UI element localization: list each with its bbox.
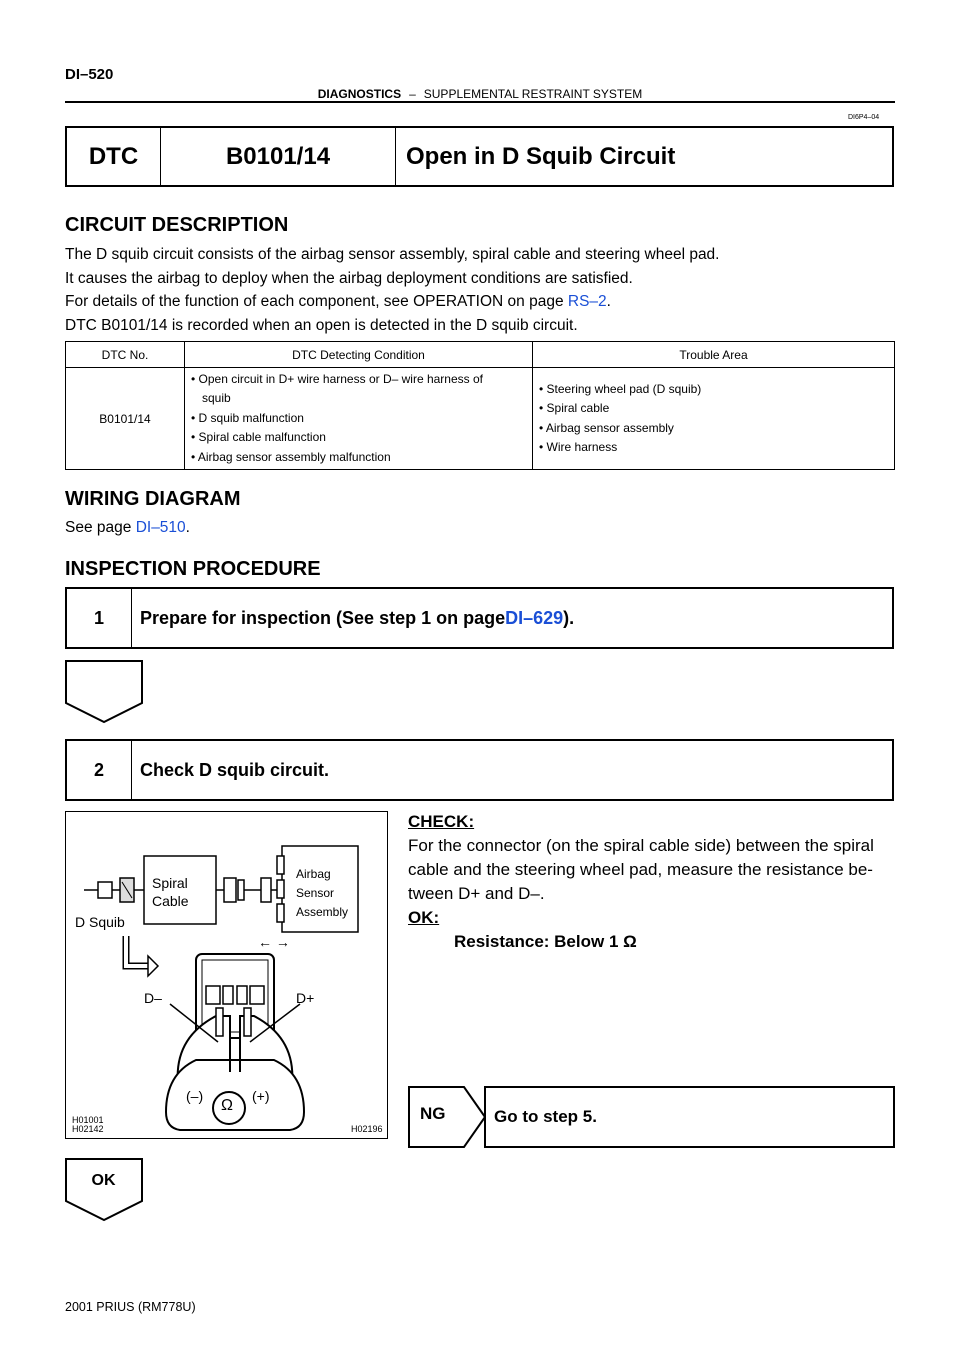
ng-action-box: Go to step 5. (484, 1086, 895, 1148)
table-header-row: DTC No. DTC Detecting Condition Trouble … (65, 341, 895, 368)
doc-code: DI6P4–04 (848, 114, 880, 121)
step-text: Check D squib circuit. (140, 759, 330, 780)
dtc-title: Open in D Squib Circuit (406, 142, 676, 170)
description-line: DTC B0101/14 is recorded when an open is… (65, 316, 578, 334)
airbag-sensor-line: Sensor (296, 886, 335, 900)
spiral-cable-line: Cable (152, 893, 189, 909)
dtc-label: DTC (67, 128, 161, 185)
dtc-code: B0101/14 (161, 128, 396, 185)
trouble-area-cell: • Steering wheel pad (D squib) • Spiral … (532, 367, 895, 470)
condition-item: squib (202, 391, 231, 406)
condition-item: • Spiral cable malfunction (191, 430, 326, 445)
wiring-text: See page (65, 519, 136, 536)
negative-label: (–) (186, 1088, 204, 1104)
circuit-description-text: The D squib circuit consists of the airb… (65, 243, 905, 337)
figure-code-left: H01001 H02142 (72, 1116, 104, 1134)
ng-label: NG (420, 1104, 446, 1123)
step-1-page-link[interactable]: DI–629 (505, 607, 564, 628)
ok-label: OK (91, 1172, 116, 1189)
connector-diagram (84, 845, 359, 1131)
figure-code: H02142 (72, 1124, 104, 1134)
spiral-cable-line: Spiral (152, 875, 188, 891)
check-block: CHECK: For the connector (on the spiral … (408, 810, 898, 954)
positive-label: (+) (252, 1088, 270, 1104)
description-line: For details of the function of each comp… (65, 290, 905, 314)
airbag-sensor-line: Assembly (296, 905, 349, 919)
table-header-cell: DTC No. (65, 341, 185, 368)
figure-code: H01001 (72, 1115, 104, 1125)
description-text: . (606, 293, 611, 310)
operation-page-link[interactable]: RS–2 (567, 293, 607, 310)
footer: 2001 PRIUS (RM778U) (65, 1300, 196, 1314)
section-title: DIAGNOSTICS (317, 87, 402, 101)
wiring-diagram-heading: WIRING DIAGRAM (65, 488, 241, 510)
section-separator: – (409, 87, 416, 101)
check-line: tween D+ and D–. (408, 884, 545, 903)
ng-arrow-icon (408, 1086, 486, 1148)
trouble-area-item: • Airbag sensor assembly (539, 420, 674, 435)
ok-criteria-label: OK: (408, 908, 440, 927)
trouble-area-item: • Steering wheel pad (D squib) (539, 381, 702, 396)
step-number: 2 (67, 741, 132, 799)
step-1-text: Prepare for inspection (See step 1 on pa… (140, 607, 506, 628)
airbag-sensor-line: Airbag (296, 867, 331, 881)
page-number: DI–520 (65, 66, 114, 83)
step-1-suffix: ). (563, 607, 575, 628)
subsection-title: SUPPLEMENTAL RESTRAINT SYSTEM (423, 87, 643, 101)
dtc-title-box: DTC B0101/14 Open in D Squib Circuit (65, 126, 894, 187)
table-row: B0101/14 • Open circuit in D+ wire harne… (65, 367, 895, 470)
condition-item: • D squib malfunction (191, 410, 304, 425)
step-number: 1 (67, 589, 132, 647)
wiring-suffix: . (185, 519, 190, 536)
dtc-number-cell: B0101/14 (65, 367, 185, 470)
d-plus-label: D+ (296, 990, 315, 1006)
figure-code-right: H02196 (351, 1124, 383, 1134)
table-header-cell: DTC Detecting Condition (184, 341, 533, 368)
dtc-condition-table: DTC No. DTC Detecting Condition Trouble … (65, 341, 895, 470)
spiral-cable-label: Spiral Cable (152, 874, 189, 910)
resistance-result: Resistance: Below 1 Ω (454, 932, 637, 951)
table-header-cell: Trouble Area (532, 341, 895, 368)
condition-cell: • Open circuit in D+ wire harness or D– … (184, 367, 533, 470)
flow-arrow-icon (65, 660, 143, 724)
description-text: For details of the function of each comp… (65, 293, 568, 310)
check-label: CHECK: (408, 812, 475, 831)
check-line: cable and the steering wheel pad, measur… (408, 860, 873, 879)
connector-figure: Spiral Cable Airbag Sensor Assembly D Sq… (65, 811, 388, 1139)
wiring-page-link[interactable]: DI–510 (135, 519, 186, 536)
description-line: The D squib circuit consists of the airb… (65, 246, 720, 263)
connector-arrows: ← → (258, 934, 290, 950)
airbag-sensor-label: Airbag Sensor Assembly (296, 865, 348, 922)
step-text: Prepare for inspection (See step 1 on pa… (132, 589, 574, 647)
ok-arrow-icon (65, 1158, 143, 1222)
wiring-diagram-text: See page DI–510. (65, 516, 190, 540)
section-header: DIAGNOSTICS–SUPPLEMENTAL RESTRAINT SYSTE… (0, 87, 960, 101)
condition-item: • Open circuit in D+ wire harness or D– … (191, 371, 483, 386)
ohm-icon: Ω (221, 1097, 233, 1114)
step-1-box: 1 Prepare for inspection (See step 1 on … (65, 587, 894, 649)
trouble-area-item: • Wire harness (539, 440, 618, 454)
d-squib-label: D Squib (75, 914, 125, 930)
condition-item: • Airbag sensor assembly malfunction (191, 449, 391, 464)
check-line: For the connector (on the spiral cable s… (408, 836, 874, 855)
header-rule (65, 101, 895, 103)
circuit-description-heading: CIRCUIT DESCRIPTION (65, 214, 289, 236)
step-2-box: 2 Check D squib circuit. (65, 739, 894, 801)
d-minus-label: D– (144, 990, 162, 1006)
trouble-area-item: • Spiral cable (539, 401, 610, 415)
inspection-procedure-heading: INSPECTION PROCEDURE (65, 558, 321, 580)
description-line: It causes the airbag to deploy when the … (65, 269, 633, 287)
